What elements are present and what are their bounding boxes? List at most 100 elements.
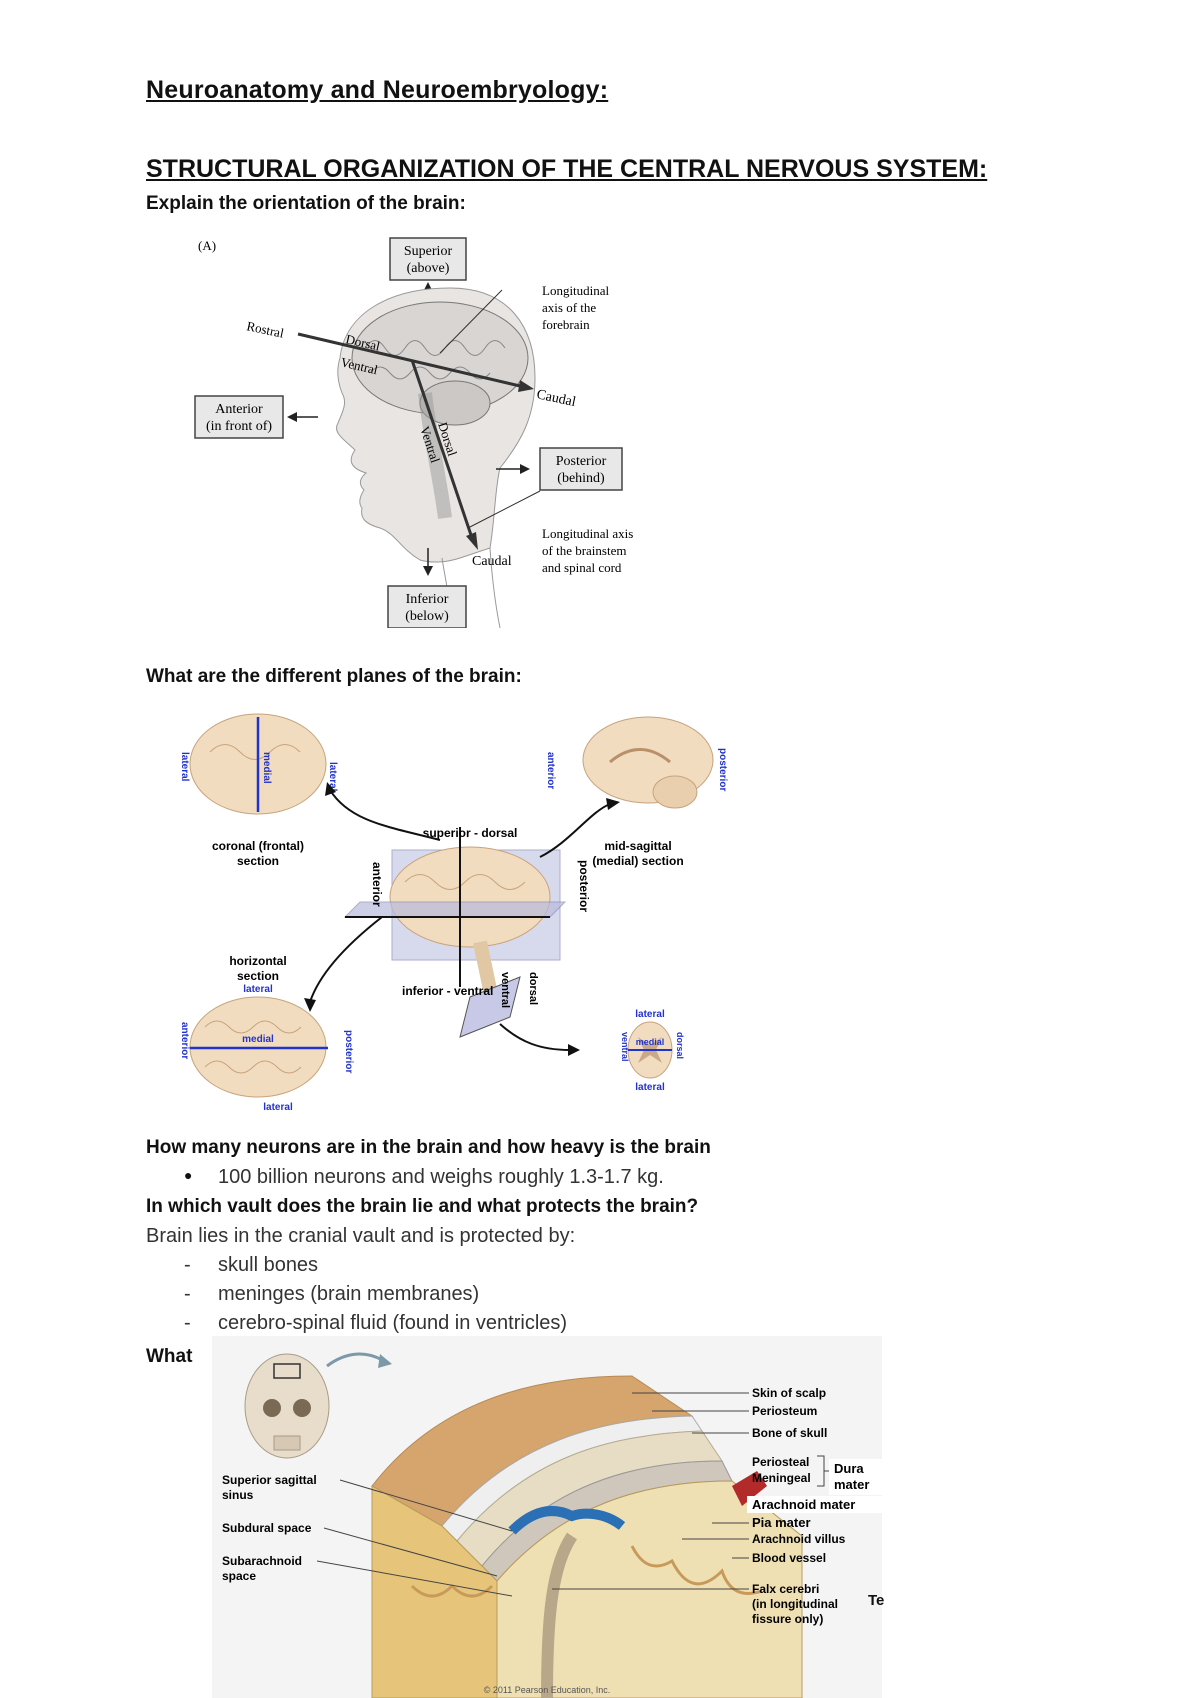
protect-item-1: skull bones xyxy=(218,1254,319,1276)
spinal-medial: medial xyxy=(636,1037,665,1047)
caudal-arrowhead xyxy=(518,380,534,392)
superior-sub: (above) xyxy=(407,261,450,276)
arrowhead-right xyxy=(520,464,530,474)
anterior-box xyxy=(194,395,284,439)
meninges-figure: Skin of scalp Periosteum Bone of skull P… xyxy=(212,1336,882,1698)
bullet-dot: ● xyxy=(184,1167,193,1183)
forebrain-axis-label-1: Longitudinal xyxy=(542,283,610,298)
arachnoid-label-bg xyxy=(747,1496,882,1513)
midsag-caption-2: (medial) section xyxy=(592,854,683,868)
anterior-sub: (in front of) xyxy=(206,419,272,434)
coronal-lateral-left: lateral xyxy=(179,752,190,782)
gyri-pattern-left xyxy=(410,1583,494,1598)
anterior-label: Anterior xyxy=(215,402,263,417)
blood-vessel-shape xyxy=(732,1471,767,1506)
corpus-callosum xyxy=(609,748,671,764)
spinal-dorsal: dorsal xyxy=(675,1032,685,1059)
horizontal-caption-2: section xyxy=(237,969,279,983)
question-partial: What xyxy=(146,1346,193,1367)
label-falx-3: fissure only) xyxy=(752,1612,823,1626)
inferior-sub: (below) xyxy=(405,609,449,624)
horizontal-anterior: anterior xyxy=(179,1022,190,1059)
spinal-lateral-top: lateral xyxy=(635,1009,665,1020)
question-vault: In which vault does the brain lie and wh… xyxy=(146,1196,699,1217)
label-sss-1: Superior sagittal xyxy=(222,1473,317,1487)
spinal-ventral: ventral xyxy=(620,1032,630,1062)
brainstem-axis-label-3: and spinal cord xyxy=(542,560,622,575)
answer-vault: Brain lies in the cranial vault and is p… xyxy=(146,1225,576,1247)
leader-sss xyxy=(339,1479,513,1532)
coronal-caption-1: coronal (frontal) xyxy=(212,839,304,853)
arrowhead-left xyxy=(287,412,297,422)
coronal-gyri xyxy=(209,744,301,760)
brainstem-axis-label-2: of the brainstem xyxy=(542,543,626,558)
section-heading: STRUCTURAL ORGANIZATION OF THE CENTRAL N… xyxy=(146,155,988,183)
arrowhead-midsag xyxy=(606,798,620,810)
arrowhead-down xyxy=(423,566,433,576)
posterior-sub: (behind) xyxy=(557,471,605,486)
question-planes: What are the different planes of the bra… xyxy=(146,666,522,687)
brain-orientation-figure: (A) Superior (above) Rostral Dorsal Vent… xyxy=(194,237,633,628)
caudal2-arrowhead xyxy=(466,532,478,550)
label-subdural: Subdural space xyxy=(222,1521,312,1535)
midsag-posterior: posterior xyxy=(717,748,728,791)
neck-line-back xyxy=(489,547,501,628)
forebrain-axis-label-2: axis of the xyxy=(542,300,596,315)
skull-teeth xyxy=(273,1435,301,1451)
label-dura-1: Dura xyxy=(834,1461,864,1476)
rostral-label: Rostral xyxy=(245,318,285,341)
page-title: Neuroanatomy and Neuroembryology: xyxy=(146,76,609,104)
label-arachnoid: Arachnoid mater xyxy=(752,1497,855,1512)
falx-cerebri-shape xyxy=(541,1532,578,1698)
question-neurons: How many neurons are in the brain and ho… xyxy=(146,1137,711,1158)
brain-planes-figure: lateral medial lateral coronal (frontal)… xyxy=(179,713,728,1112)
arrowhead-horizontal xyxy=(304,998,316,1012)
brain-gyri xyxy=(364,340,506,356)
center-posterior: posterior xyxy=(577,860,591,912)
inset-arrow xyxy=(326,1352,385,1368)
skull-eye-right xyxy=(293,1399,311,1417)
label-subarachnoid-2: space xyxy=(222,1569,256,1583)
midsagittal-cerebellum xyxy=(652,775,698,809)
dash-1: - xyxy=(184,1254,191,1276)
dash-2: - xyxy=(184,1283,191,1305)
spinal-lateral-bottom: lateral xyxy=(635,1082,665,1093)
dura-label-bg xyxy=(829,1459,882,1495)
arrow-to-spinal xyxy=(499,1023,571,1051)
horizontal-medial: medial xyxy=(242,1034,274,1045)
inferior-label: Inferior xyxy=(406,592,449,607)
center-brain-gyri xyxy=(404,874,526,890)
spinal-plane xyxy=(459,976,521,1038)
inferior-box xyxy=(387,585,467,628)
forebrain-axis xyxy=(297,332,521,388)
posterior-label: Posterior xyxy=(556,454,607,469)
midsag-caption-1: mid-sagittal xyxy=(604,839,671,853)
horizontal-lateral-bottom: lateral xyxy=(263,1102,293,1112)
gyri-pattern xyxy=(630,1545,763,1595)
label-falx-1: Falx cerebri xyxy=(752,1582,819,1596)
protect-item-3: cerebro-spinal fluid (found in ventricle… xyxy=(218,1312,568,1334)
skull-image xyxy=(244,1353,330,1459)
label-villus: Arachnoid villus xyxy=(752,1532,846,1546)
coronal-lateral-right: lateral xyxy=(327,762,338,792)
forebrain-leader xyxy=(439,289,503,354)
label-vessel: Blood vessel xyxy=(752,1551,826,1565)
center-dorsal: dorsal xyxy=(527,972,539,1005)
label-bone: Bone of skull xyxy=(752,1426,827,1440)
inferior-ventral-label: inferior - ventral xyxy=(402,984,493,998)
arrow-to-coronal xyxy=(329,789,441,841)
center-anterior: anterior xyxy=(370,862,384,907)
panel-label: (A) xyxy=(198,238,216,253)
arrow-to-horizontal xyxy=(309,916,383,1003)
midsag-anterior: anterior xyxy=(545,752,556,789)
coronal-caption-2: section xyxy=(237,854,279,868)
arrow-to-midsag xyxy=(539,803,611,858)
protect-item-2: meninges (brain membranes) xyxy=(218,1283,480,1305)
copyright: © 2011 Pearson Education, Inc. xyxy=(484,1685,611,1695)
inset-arrowhead xyxy=(378,1354,392,1368)
arrowhead-spinal xyxy=(568,1044,580,1056)
horizontal-caption-1: horizontal xyxy=(229,954,286,968)
sinus-shape xyxy=(508,1506,626,1535)
label-periosteum: Periosteum xyxy=(752,1404,817,1418)
superior-box xyxy=(389,237,467,281)
